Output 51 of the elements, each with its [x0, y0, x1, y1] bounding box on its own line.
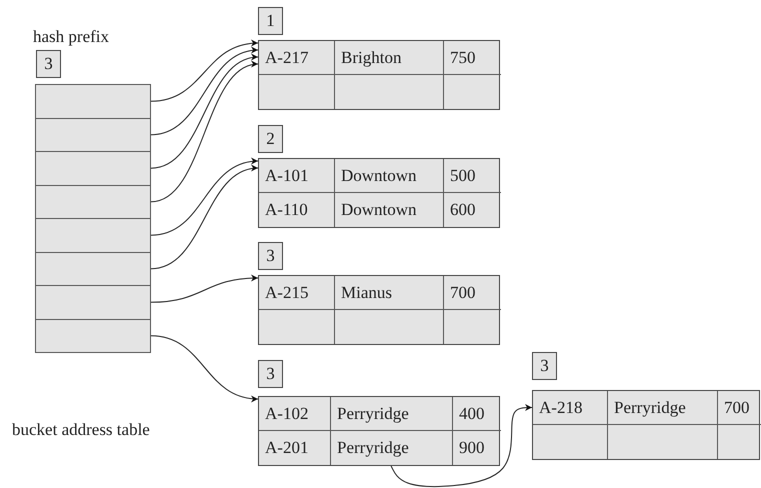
pointer-arrow	[150, 335, 258, 402]
record-field: Perryridge	[608, 391, 718, 425]
pointer-arrow	[150, 40, 258, 102]
table-slot	[35, 151, 151, 186]
record-field: Perryridge	[331, 431, 453, 465]
record-field: A-217	[259, 41, 335, 75]
record-field: A-102	[259, 397, 331, 431]
record-field: 750	[444, 41, 501, 75]
pointer-arrow	[150, 166, 258, 270]
record-field: Perryridge	[331, 397, 453, 431]
local-depth-label: 3	[258, 242, 283, 270]
record-field: 700	[718, 391, 761, 425]
pointer-arrow	[150, 62, 258, 202]
bucket-table	[258, 396, 500, 466]
record-field: Downtown	[335, 193, 444, 227]
record-field: A-215	[259, 276, 335, 310]
table-slot	[35, 318, 151, 353]
record-field: A-110	[259, 193, 335, 227]
pointer-arrow	[150, 47, 258, 136]
record-field: 900	[453, 431, 501, 465]
table-slot	[35, 285, 151, 320]
pointer-arrow	[390, 404, 532, 488]
table-slot	[35, 84, 151, 118]
local-depth-label: 2	[258, 125, 283, 153]
record-field: A-218	[533, 391, 608, 425]
record-field: 600	[444, 193, 501, 227]
record-field: 400	[453, 397, 501, 431]
record-field: A-201	[259, 431, 331, 465]
record-field: Brighton	[335, 41, 444, 75]
bucket-table	[258, 158, 500, 228]
record-field: 500	[444, 159, 501, 193]
record-field: 700	[444, 276, 501, 310]
table-slot	[35, 118, 151, 152]
pointer-arrow	[150, 158, 258, 236]
table-slot	[35, 218, 151, 252]
pointer-arrow	[150, 274, 258, 303]
table-caption: bucket address table	[12, 420, 150, 440]
record-field: Downtown	[335, 159, 444, 193]
bucket-table	[258, 40, 500, 110]
pointer-arrow	[150, 54, 258, 169]
local-depth-label: 3	[532, 352, 557, 380]
local-depth-label: 1	[258, 7, 283, 35]
record-field: Mianus	[335, 276, 444, 310]
local-depth-label: 3	[36, 50, 61, 78]
bucket-table	[532, 390, 760, 460]
table-heading: hash prefix	[33, 27, 110, 47]
table-slot	[35, 184, 151, 219]
local-depth-label: 3	[258, 360, 283, 388]
table-slot	[35, 252, 151, 286]
bucket-table	[258, 275, 500, 345]
record-field: A-101	[259, 159, 335, 193]
